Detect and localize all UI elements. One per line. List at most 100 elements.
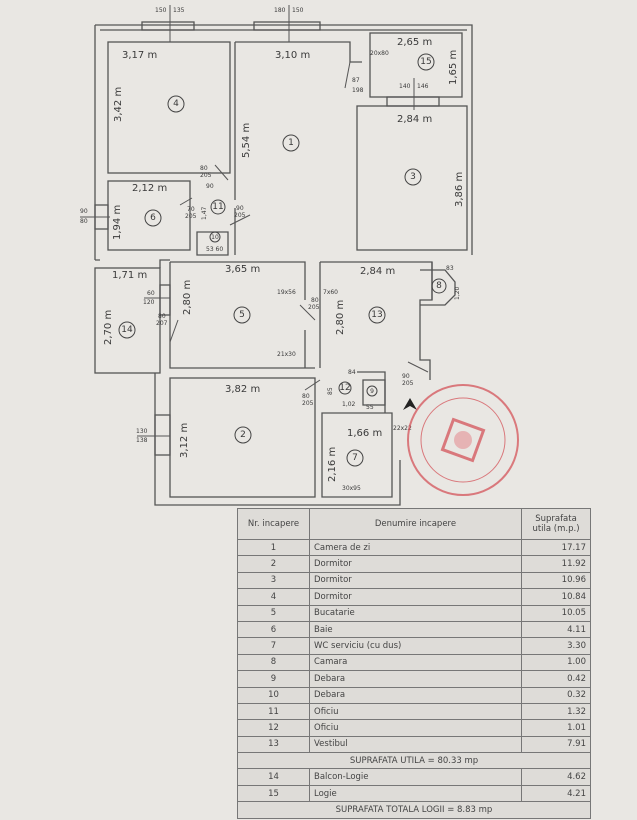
- room-number-cell: 1: [237, 538, 310, 557]
- room-12: 84 85 1,02 12: [327, 369, 356, 408]
- room-7: 1,66 m 2,16 m 30x95 22x22 7: [327, 425, 412, 492]
- room-number-cell: 4: [237, 588, 310, 606]
- room-number-cell: 14: [237, 768, 310, 786]
- svg-text:3,12 m: 3,12 m: [179, 423, 190, 458]
- svg-text:14: 14: [121, 325, 133, 335]
- room-1: 3,10 m 5,54 m 1: [241, 50, 310, 158]
- svg-text:2,12 m: 2,12 m: [132, 183, 167, 194]
- room-3: 2,84 m 3,86 m 3: [397, 114, 465, 207]
- room-area-cell: 1.32: [521, 702, 591, 721]
- entry-arrow-icon: [403, 398, 417, 410]
- svg-text:87: 87: [352, 77, 360, 84]
- room-area-cell: 0.32: [521, 686, 591, 704]
- room-area-cell: 3.30: [521, 637, 591, 655]
- svg-text:1,65 m: 1,65 m: [448, 50, 459, 85]
- room-name-cell: Dormitor: [309, 571, 522, 590]
- room-10: 10 53 60: [206, 231, 223, 253]
- svg-text:9: 9: [370, 388, 374, 395]
- svg-text:1,71 m: 1,71 m: [112, 270, 147, 281]
- room-14: 1,71 m 2,70 m 14: [103, 270, 147, 345]
- room-area-cell: 4.11: [521, 620, 591, 639]
- svg-text:8: 8: [436, 281, 442, 291]
- room-area-cell: 4.62: [521, 768, 591, 786]
- svg-text:205: 205: [308, 304, 320, 311]
- room-area-cell: 10.84: [521, 588, 591, 606]
- room-area-cell: 7.91: [521, 735, 591, 754]
- room-number-cell: 3: [237, 571, 310, 590]
- svg-text:2,70 m: 2,70 m: [103, 310, 114, 345]
- room-name-cell: Balcon-Logie: [309, 768, 522, 786]
- svg-text:5,54 m: 5,54 m: [241, 123, 252, 158]
- svg-text:13: 13: [371, 310, 382, 320]
- room-name-cell: Oficiu: [309, 719, 522, 737]
- svg-text:120: 120: [143, 299, 155, 306]
- room-area-cell: 1.01: [521, 719, 591, 737]
- svg-text:90: 90: [236, 205, 244, 212]
- room-name-cell: Dormitor: [309, 588, 522, 606]
- svg-text:2,80 m: 2,80 m: [335, 300, 346, 335]
- svg-text:1,94 m: 1,94 m: [112, 205, 123, 240]
- room-8: 83 1,20 8: [420, 265, 461, 306]
- svg-text:1,02: 1,02: [342, 401, 356, 408]
- svg-text:150: 150: [155, 7, 167, 14]
- svg-text:3,42 m: 3,42 m: [113, 87, 124, 122]
- header-name: Denumire incapere: [309, 508, 522, 540]
- svg-text:30x95: 30x95: [342, 485, 361, 492]
- room-name-cell: Debara: [309, 686, 522, 704]
- svg-text:11: 11: [212, 202, 223, 212]
- room-number-cell: 9: [237, 670, 310, 688]
- svg-text:140: 140: [399, 83, 411, 90]
- svg-text:7: 7: [352, 453, 358, 463]
- room-11: 90 1,47 11: [201, 183, 226, 220]
- room-area-cell: 11.92: [521, 555, 591, 573]
- room-area-cell: 0.42: [521, 670, 591, 688]
- svg-text:198: 198: [352, 87, 364, 94]
- total-useful-row-text: SUPRAFATA UTILA = 80.33 mp: [237, 752, 591, 770]
- room-number-cell: 6: [237, 620, 310, 639]
- svg-text:90: 90: [402, 373, 410, 380]
- room-number-cell: 2: [237, 555, 310, 573]
- svg-text:2,84 m: 2,84 m: [360, 266, 395, 277]
- svg-text:4: 4: [173, 99, 179, 109]
- room-area-table: Nr. incapere Denumire incapere Suprafata…: [237, 508, 591, 819]
- room-name-cell: Camara: [309, 653, 522, 672]
- svg-text:1,47: 1,47: [201, 206, 208, 220]
- svg-text:84: 84: [348, 369, 356, 376]
- svg-text:3,82 m: 3,82 m: [225, 384, 260, 395]
- svg-text:80: 80: [80, 218, 88, 225]
- table-header-row: Nr. incapere Denumire incapere Suprafata…: [237, 508, 591, 540]
- svg-text:205: 205: [402, 380, 414, 387]
- svg-text:2,80 m: 2,80 m: [182, 280, 193, 315]
- svg-text:5: 5: [239, 310, 245, 320]
- svg-text:1: 1: [288, 138, 294, 148]
- svg-text:55: 55: [366, 404, 374, 411]
- room-9: 9 55: [362, 379, 386, 411]
- svg-text:15: 15: [420, 57, 431, 67]
- room-15: 2,65 m 1,65 m 20x80 15: [370, 37, 459, 85]
- room-number-cell: 7: [237, 637, 310, 655]
- room-13: 2,84 m 2,80 m 13: [335, 266, 395, 335]
- room-4: 3,17 m 3,42 m 4: [113, 50, 185, 122]
- svg-text:207: 207: [156, 320, 168, 327]
- svg-text:22x22: 22x22: [393, 425, 412, 432]
- room-name-cell: Baie: [309, 620, 522, 639]
- svg-text:146: 146: [417, 83, 429, 90]
- official-stamp: [407, 384, 519, 496]
- svg-text:135: 135: [173, 7, 185, 14]
- room-number-cell: 10: [237, 686, 310, 704]
- svg-text:83: 83: [446, 265, 454, 272]
- svg-text:205: 205: [234, 212, 246, 219]
- room-number-cell: 11: [237, 702, 310, 721]
